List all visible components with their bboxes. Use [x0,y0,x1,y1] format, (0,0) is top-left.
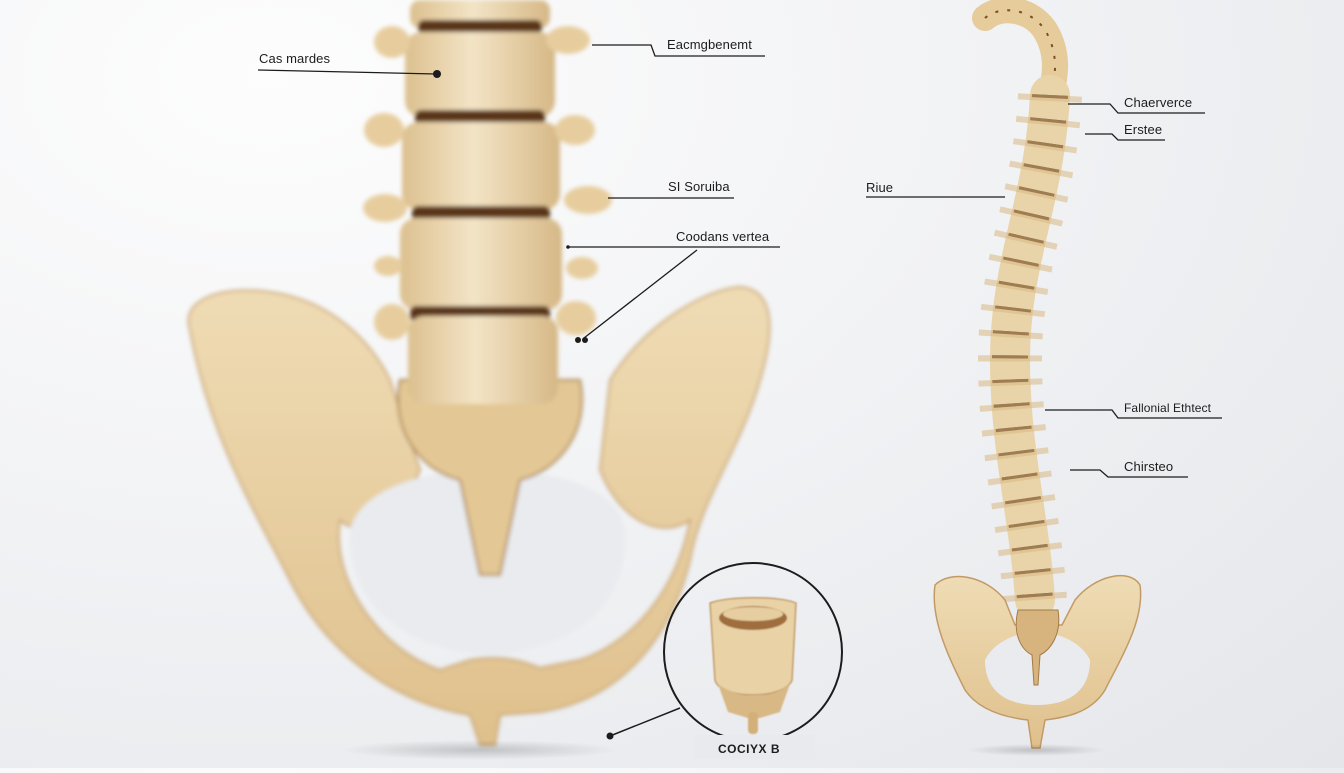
left-spine-pelvis [187,0,771,746]
spine-column [977,75,1082,620]
label-fallonial-ethtect: Fallonial Ethtect [1124,401,1212,415]
label-coodans-vertea: Coodans vertea [676,229,770,244]
right-full-spine [933,0,1142,756]
label-chirsteo: Chirsteo [1124,459,1174,474]
right-pelvis [933,574,1142,749]
lumbar-vertebrae [363,0,612,404]
label-riue: Riue [866,180,894,195]
label-cas-mardes: Cas mardes [259,51,331,66]
label-eacmgbenemt: Eacmgbenemt [667,37,752,52]
leader-lines [257,44,1222,478]
label-si-soruiba: SI Soruiba [668,179,730,194]
label-erstee: Erstee [1124,122,1163,137]
label-chaerverce: Chaerverce [1124,95,1193,110]
coccyx-inset [606,562,843,759]
label-coccyx: COCIYX B [718,742,781,756]
